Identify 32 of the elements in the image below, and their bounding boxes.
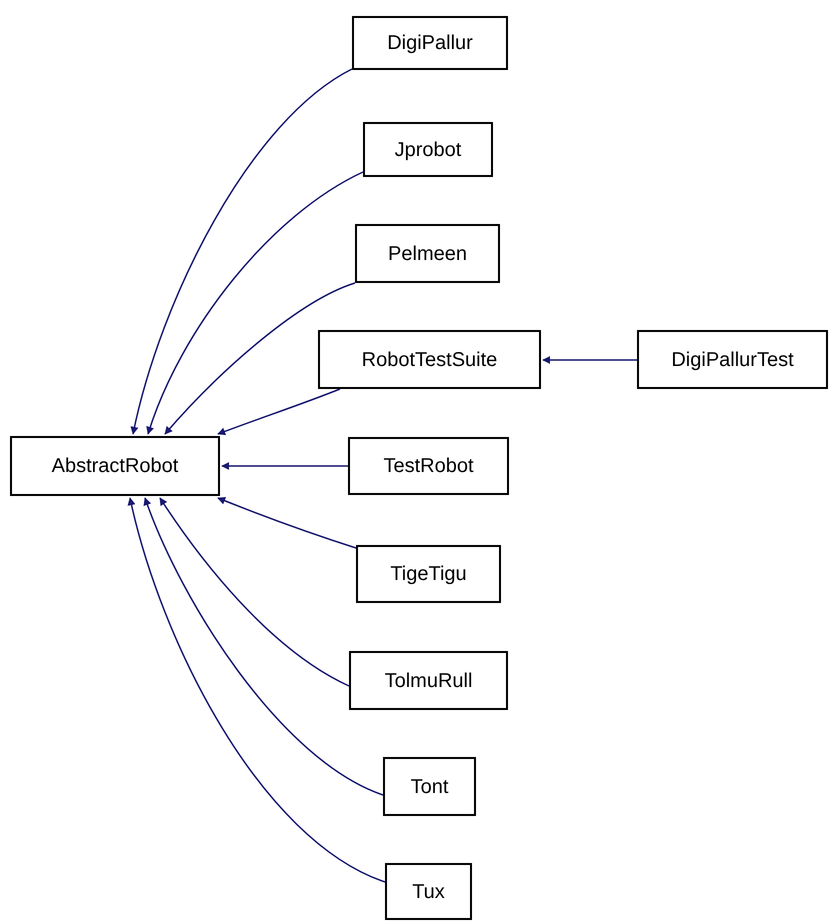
class-box bbox=[10, 436, 220, 496]
arrow bbox=[144, 497, 384, 796]
arrow bbox=[221, 462, 348, 470]
class-name: Jprobot bbox=[394, 138, 462, 162]
arrow bbox=[217, 496, 356, 549]
class-box bbox=[637, 330, 828, 389]
class-box bbox=[383, 757, 476, 816]
class-name: DigiPallurTest bbox=[671, 348, 794, 372]
class-box bbox=[363, 122, 493, 177]
class-box bbox=[318, 330, 541, 389]
class-name: TigeTigu bbox=[390, 562, 467, 587]
class-box bbox=[356, 545, 501, 603]
class-box bbox=[352, 16, 508, 70]
class-name: AbstractRobot bbox=[52, 454, 178, 479]
arrow bbox=[146, 171, 364, 435]
arrow bbox=[130, 68, 352, 435]
arrow bbox=[542, 356, 637, 364]
class-name: TolmuRull bbox=[384, 668, 472, 694]
class-box bbox=[348, 437, 509, 495]
class-box bbox=[385, 863, 472, 920]
class-name: Tont bbox=[410, 774, 448, 800]
arrow bbox=[217, 388, 340, 436]
class-box bbox=[355, 224, 500, 283]
class-name: Tux bbox=[412, 880, 445, 904]
class-name: TestRobot bbox=[383, 454, 474, 479]
class-box bbox=[349, 651, 508, 710]
arrow bbox=[164, 282, 356, 435]
class-name: RobotTestSuite bbox=[362, 348, 498, 372]
arrow bbox=[128, 497, 386, 883]
class-name: DigiPallur bbox=[387, 31, 473, 56]
arrow bbox=[159, 497, 350, 687]
class-name: Pelmeen bbox=[388, 242, 467, 266]
